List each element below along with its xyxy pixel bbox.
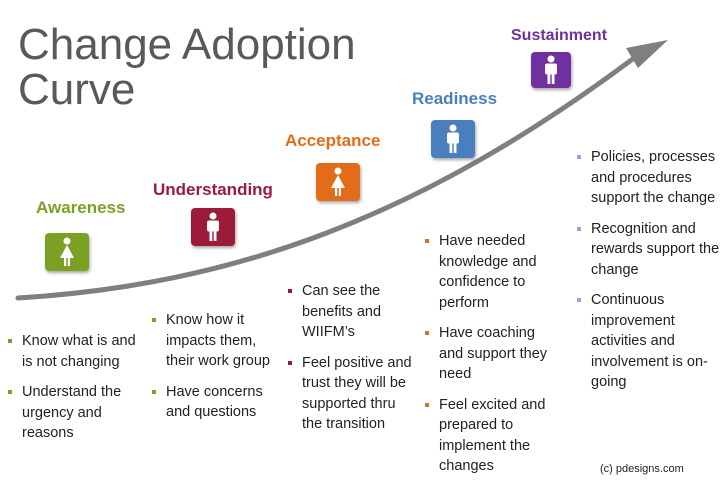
bullet-text: Continuous improvement activities and in…: [591, 292, 708, 390]
readiness-bullet-list: Have needed knowledge and confidence to …: [425, 231, 560, 487]
bullet-marker: [8, 390, 12, 394]
bullet-marker: [577, 298, 581, 302]
person-female-icon: [316, 163, 360, 201]
bullet-text: Have needed knowledge and confidence to …: [439, 233, 537, 311]
bullet-marker: [288, 360, 292, 365]
stage-label-understanding: Understanding: [153, 180, 273, 199]
bullet-text: Can see the benefits and WIIFM’s: [302, 283, 382, 340]
sustainment-bullet-list: Policies, processes and procedures suppo…: [567, 147, 725, 403]
list-item: Have coaching and support they need: [425, 323, 560, 385]
list-item: Have concerns and questions: [152, 382, 282, 423]
title-line-2: Curve: [18, 65, 136, 114]
bullet-marker: [425, 331, 429, 335]
bullet-marker: [288, 289, 292, 293]
bullet-marker: [577, 226, 581, 231]
list-item: Can see the benefits and WIIFM’s: [288, 281, 413, 343]
stage-label-readiness: Readiness: [412, 89, 498, 108]
stage-label-acceptance: Acceptance: [285, 131, 381, 150]
awareness-bullet-list: Know what is and is not changing Underst…: [8, 331, 138, 454]
bullet-text: Feel excited and prepared to implement t…: [439, 396, 546, 475]
person-female-icon: [45, 233, 89, 271]
list-item: Feel positive and trust they will be sup…: [288, 353, 413, 435]
stage-label-sustainment: Sustainment: [511, 27, 608, 44]
bullet-text: Have concerns and questions: [166, 383, 263, 421]
bullet-text: Feel positive and trust they will be sup…: [302, 354, 412, 433]
list-item: Feel excited and prepared to implement t…: [425, 395, 560, 477]
bullet-text: Know what is and is not changing: [22, 333, 136, 370]
bullet-marker: [425, 402, 429, 407]
bullet-marker: [8, 339, 12, 343]
bullet-text: Understand the urgency and reasons: [22, 384, 122, 441]
understanding-bullet-list: Know how it impacts them, their work gro…: [152, 310, 282, 433]
bullet-marker: [577, 155, 581, 159]
bullet-text: Recognition and rewards support the chan…: [591, 220, 720, 278]
page-title: Change Adoption Curve: [18, 22, 356, 112]
list-item: Policies, processes and procedures suppo…: [577, 147, 725, 209]
person-male-icon: [191, 208, 235, 246]
arrow-head-icon: [626, 40, 668, 68]
person-male-icon: [431, 120, 475, 158]
list-item: Have needed knowledge and confidence to …: [425, 231, 560, 313]
list-item: Know what is and is not changing: [8, 331, 138, 372]
bullet-marker: [425, 239, 429, 243]
list-item: Understand the urgency and reasons: [8, 382, 138, 444]
person-male-icon: [531, 52, 571, 88]
bullet-text: Know how it impacts them, their work gro…: [166, 312, 270, 369]
acceptance-bullet-list: Can see the benefits and WIIFM’s Feel po…: [288, 281, 413, 445]
bullet-text: Policies, processes and procedures suppo…: [591, 149, 716, 206]
bullet-text: Have coaching and support they need: [439, 325, 548, 382]
stage-label-awareness: Awareness: [36, 198, 126, 217]
bullet-marker: [152, 318, 156, 322]
curve-line: [15, 49, 645, 301]
list-item: Recognition and rewards support the chan…: [577, 219, 725, 281]
title-line-1: Change Adoption: [18, 20, 356, 69]
list-item: Continuous improvement activities and in…: [577, 290, 725, 393]
bullet-marker: [152, 389, 156, 394]
copyright-credit: (c) pdesigns.com: [600, 463, 684, 475]
list-item: Know how it impacts them, their work gro…: [152, 310, 282, 372]
